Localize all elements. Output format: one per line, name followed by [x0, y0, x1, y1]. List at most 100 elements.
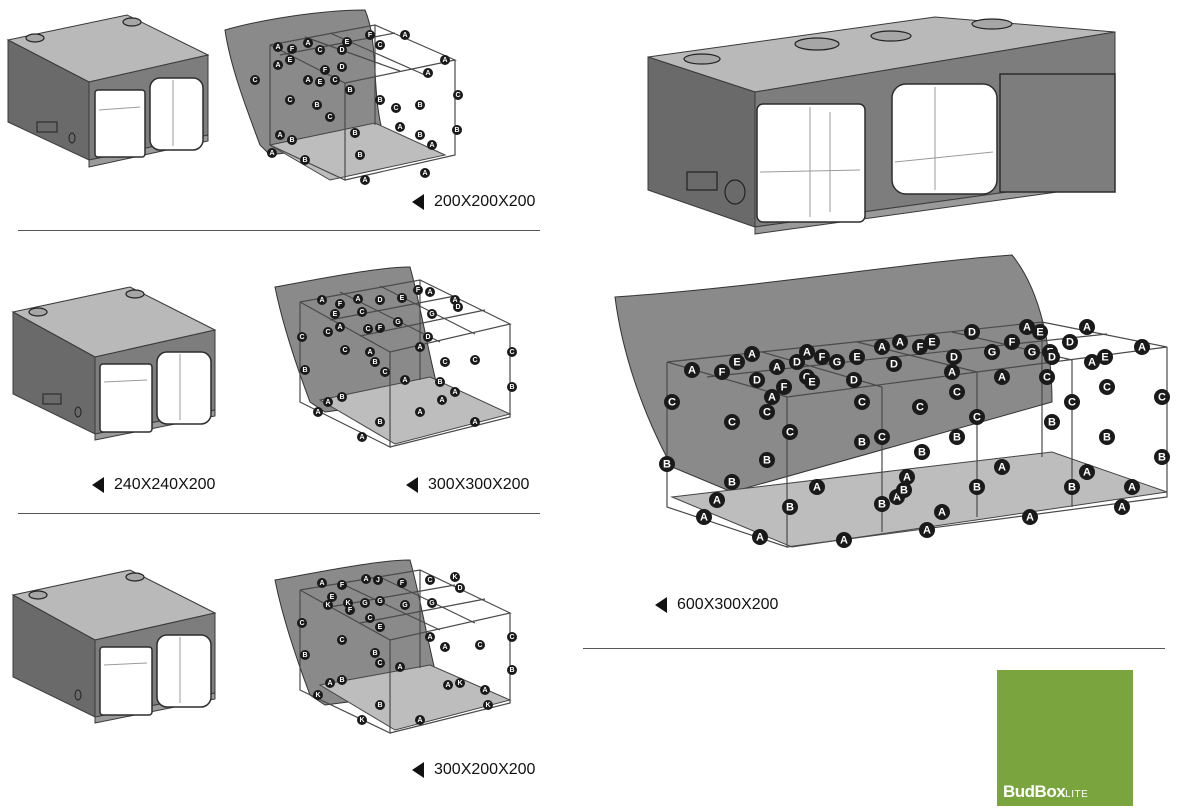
part-marker-letter: F — [416, 287, 421, 294]
part-marker — [313, 690, 323, 700]
part-marker — [1044, 349, 1060, 365]
part-marker-letter: A — [362, 177, 367, 184]
part-marker-letter: D — [1066, 337, 1074, 349]
part-marker-letter: F — [340, 582, 345, 589]
part-marker — [317, 578, 327, 588]
part-marker — [423, 68, 433, 78]
frame-600-diagram: AFEADADAFGFAEGDEAADFEDDGFAEGFDDAEAAAACCC… — [614, 254, 1170, 548]
part-marker — [427, 598, 437, 608]
part-marker — [440, 357, 450, 367]
part-marker — [1154, 389, 1170, 405]
part-marker-letter: A — [688, 365, 696, 377]
part-marker — [452, 125, 462, 135]
part-marker — [345, 85, 355, 95]
part-marker — [273, 60, 283, 70]
part-marker-letter: C — [427, 577, 432, 584]
part-marker-letter: C — [365, 326, 370, 333]
part-marker — [363, 324, 373, 334]
part-marker-letter: B — [339, 394, 344, 401]
part-marker-letter: K — [485, 702, 490, 709]
part-marker — [1134, 339, 1150, 355]
part-marker — [1019, 319, 1035, 335]
part-marker-letter: D — [968, 327, 976, 339]
part-marker-letter: B — [509, 667, 514, 674]
part-marker — [1024, 344, 1040, 360]
part-marker-letter: A — [275, 44, 280, 51]
arrow-left-icon — [412, 762, 424, 778]
part-marker — [749, 372, 765, 388]
part-marker — [854, 394, 870, 410]
part-marker — [1099, 379, 1115, 395]
part-marker-letter: A — [700, 512, 708, 524]
part-marker — [946, 349, 962, 365]
part-marker-letter: C — [359, 309, 364, 316]
part-marker-letter: A — [896, 337, 904, 349]
part-marker — [397, 578, 407, 588]
part-marker-letter: A — [756, 532, 764, 544]
part-marker — [455, 583, 465, 593]
part-marker — [896, 482, 912, 498]
part-marker — [357, 307, 367, 317]
part-marker — [337, 675, 347, 685]
part-marker — [375, 658, 385, 668]
part-marker — [425, 575, 435, 585]
part-marker — [415, 715, 425, 725]
part-marker-letter: A — [923, 525, 931, 537]
part-marker-letter: B — [357, 152, 362, 159]
part-marker-letter: B — [786, 502, 794, 514]
part-marker — [400, 600, 410, 610]
part-marker — [373, 575, 383, 585]
part-marker-letter: C — [1043, 372, 1051, 384]
part-marker-letter: A — [452, 297, 457, 304]
part-marker-letter: C — [1068, 397, 1076, 409]
part-marker-letter: C — [317, 47, 322, 54]
part-marker-letter: K — [452, 574, 457, 581]
part-marker-letter: E — [378, 624, 383, 631]
part-marker — [275, 130, 285, 140]
part-marker — [892, 334, 908, 350]
part-marker-letter: B — [763, 455, 771, 467]
part-marker — [361, 574, 371, 584]
part-marker-letter: A — [445, 682, 450, 689]
part-marker-letter: A — [840, 535, 848, 547]
part-marker — [413, 285, 423, 295]
part-marker-letter: B — [1103, 432, 1111, 444]
part-marker — [425, 287, 435, 297]
part-marker — [342, 37, 352, 47]
part-marker — [312, 100, 322, 110]
part-marker — [323, 397, 333, 407]
part-marker — [969, 409, 985, 425]
part-marker — [994, 459, 1010, 475]
part-marker-letter: E — [345, 39, 350, 46]
part-marker-letter: D — [425, 334, 430, 341]
part-marker — [415, 342, 425, 352]
part-marker-letter: A — [442, 57, 447, 64]
part-marker-letter: C — [472, 357, 477, 364]
part-marker-letter: C — [728, 417, 736, 429]
part-marker — [303, 75, 313, 85]
part-marker — [303, 38, 313, 48]
part-marker — [357, 715, 367, 725]
part-marker — [337, 62, 347, 72]
part-marker — [724, 474, 740, 490]
part-marker — [425, 632, 435, 642]
part-marker — [357, 432, 367, 442]
part-marker-letter: A — [748, 349, 756, 361]
part-marker — [1124, 479, 1140, 495]
part-marker — [470, 417, 480, 427]
part-marker-letter: B — [858, 437, 866, 449]
part-marker-letter: A — [319, 580, 324, 587]
part-marker-letter: C — [327, 114, 332, 121]
part-marker-letter: B — [289, 137, 294, 144]
part-marker-letter: A — [768, 392, 776, 404]
part-marker-letter: C — [382, 369, 387, 376]
part-marker — [375, 417, 385, 427]
part-marker-letter: A — [355, 296, 360, 303]
part-marker-letter: F — [719, 367, 726, 379]
part-marker — [949, 384, 965, 400]
part-marker — [440, 642, 450, 652]
part-marker-letter: A — [277, 132, 282, 139]
part-marker-letter: D — [753, 375, 761, 387]
part-marker-letter: F — [781, 382, 788, 394]
